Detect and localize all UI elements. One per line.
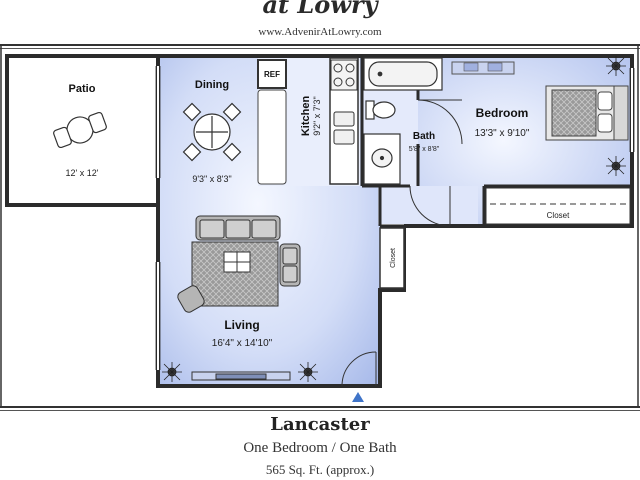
refrigerator [257, 59, 287, 89]
frame-line-bottom-thin [0, 410, 640, 411]
plant-decor [162, 56, 626, 382]
living-size: 16'4" x 14'10" [212, 338, 273, 349]
dining-size: 9'3" x 8'3" [192, 174, 231, 184]
bathtub [363, 57, 443, 91]
frame-line-bottom [0, 406, 640, 408]
kitchen-peninsula [257, 89, 287, 185]
hall-floor [378, 186, 478, 224]
bed [545, 85, 629, 141]
frame-line-top-thin [0, 48, 640, 49]
door-swings [341, 99, 463, 387]
patio-size: 12' x 12' [66, 168, 99, 178]
bedroom-label: Bedroom [476, 106, 529, 120]
stove [330, 59, 358, 91]
plan-name: Lancaster [270, 414, 370, 435]
dining-table [182, 102, 242, 162]
patio-label: Patio [69, 83, 96, 95]
bedroom-size: 13'3" x 9'10" [475, 128, 530, 139]
interior-walls [360, 56, 632, 228]
kitchen-label: Kitchen [300, 96, 312, 137]
hall-closet [379, 227, 405, 289]
frame-line-top [0, 44, 640, 46]
patio-table [53, 111, 107, 149]
windows [157, 66, 633, 370]
dining-label: Dining [195, 79, 229, 91]
bedroom-dresser [451, 61, 515, 75]
website-link[interactable]: www.AdvenirAtLowry.com [258, 26, 382, 38]
property-title: at Lowry [262, 0, 378, 19]
refrigerator-label: REF [264, 70, 280, 79]
hall-closet-label: Closet [390, 248, 397, 268]
entry-arrow-icon [352, 392, 364, 402]
plan-layout: One Bedroom / One Bath [243, 440, 397, 456]
bedroom-closet [485, 187, 631, 225]
kitchen-sink [333, 111, 355, 145]
living-furniture [177, 215, 301, 381]
kitchen-size: 9'2" x 7'3" [312, 96, 322, 135]
bath-label: Bath [413, 131, 435, 142]
plan-area: 565 Sq. Ft. (approx.) [265, 462, 375, 477]
bath-vanity [363, 133, 401, 185]
toilet [365, 100, 396, 120]
bath-size: 5'8" x 8'8" [409, 146, 440, 153]
bedroom-closet-label: Closet [547, 211, 570, 220]
living-label: Living [224, 318, 259, 332]
